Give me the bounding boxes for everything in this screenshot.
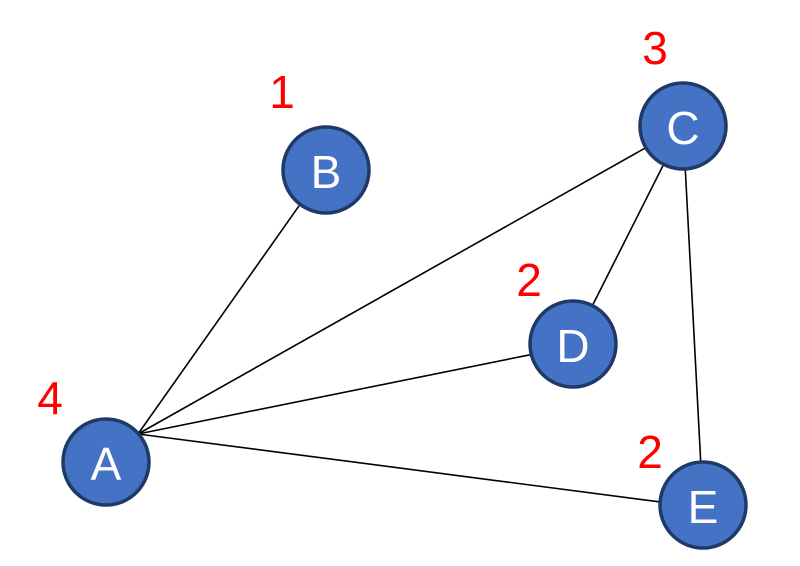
edge-a-b	[137, 203, 301, 435]
node-a: A	[61, 417, 151, 507]
node-circle-a	[61, 417, 151, 507]
node-b: B	[281, 125, 371, 215]
edge-a-c	[137, 146, 647, 435]
node-label-e: E	[688, 481, 719, 533]
node-circle-c	[638, 81, 728, 171]
node-label-b: B	[311, 146, 342, 198]
edge-c-e	[684, 168, 702, 463]
degree-label-e: 2	[637, 426, 663, 478]
edge-layer	[137, 146, 702, 503]
node-circle-e	[658, 460, 748, 550]
degree-label-b: 1	[269, 66, 295, 118]
node-e: E	[658, 460, 748, 550]
edge-a-e	[137, 433, 661, 503]
node-label-d: D	[556, 320, 589, 372]
node-c: C	[638, 81, 728, 171]
degree-label-a: 4	[37, 372, 63, 424]
node-label-a: A	[91, 438, 122, 490]
node-circle-b	[281, 125, 371, 215]
edge-c-d	[591, 164, 665, 306]
node-label-c: C	[666, 102, 699, 154]
degree-label-d: 2	[516, 254, 542, 306]
node-circle-d	[528, 299, 618, 389]
degree-label-layer: 4 1 3 2 2	[37, 22, 668, 478]
node-layer: A B C D E	[61, 81, 748, 550]
degree-label-c: 3	[642, 22, 668, 74]
edge-a-d	[137, 353, 532, 435]
node-d: D	[528, 299, 618, 389]
